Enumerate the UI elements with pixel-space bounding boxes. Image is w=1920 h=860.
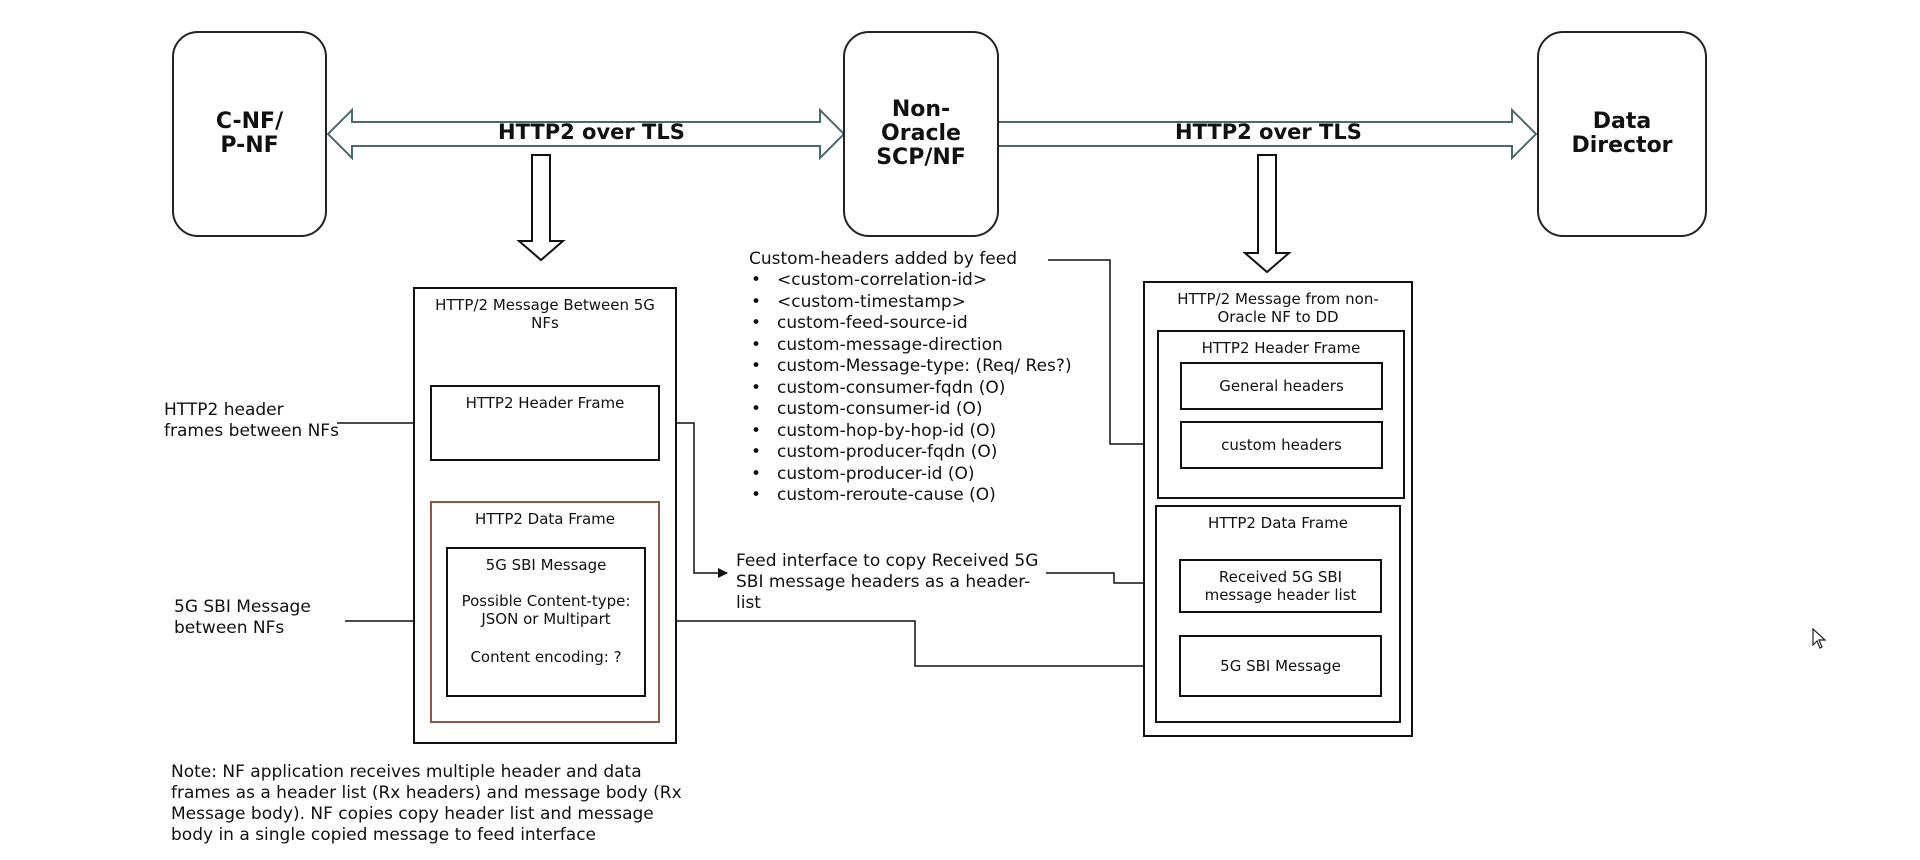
connector-sbi-to-dd [650, 620, 1180, 671]
sbi-message-right-box: 5G SBI Message [1179, 635, 1382, 697]
mouse-cursor-icon [1812, 628, 1827, 649]
custom-header-item: custom-producer-id (O) [749, 464, 1072, 486]
node-non-oracle-scp-label: Non- Oracle SCP/NF [876, 97, 966, 170]
node-cnf-pnf: C-NF/ P-NF [172, 31, 327, 237]
sbi-content-type: Possible Content-type: JSON or Multipart [461, 592, 631, 628]
node-non-oracle-scp: Non- Oracle SCP/NF [843, 31, 999, 237]
general-headers-label: General headers [1219, 377, 1344, 395]
sbi-message-right-label: 5G SBI Message [1220, 657, 1341, 675]
received-header-list-label: Received 5G SBI message header list [1204, 568, 1357, 604]
custom-header-item: custom-message-direction [749, 335, 1072, 357]
http2-header-frame-left: HTTP2 Header Frame [430, 385, 660, 461]
http2-header-frame-right: HTTP2 Header Frame General headers custo… [1157, 330, 1405, 499]
custom-header-item: custom-feed-source-id [749, 313, 1072, 335]
down-arrow-left [516, 154, 566, 262]
custom-header-item: custom-hop-by-hop-id (O) [749, 421, 1072, 443]
received-header-list-box: Received 5G SBI message header list [1179, 559, 1382, 613]
link-scp-dd-arrow [994, 107, 1538, 161]
custom-header-item: <custom-correlation-id> [749, 270, 1072, 292]
label-sbi-message-between-nfs: 5G SBI Message between NFs [174, 597, 311, 638]
sbi-message-left: 5G SBI Message Possible Content-type: JS… [446, 547, 646, 697]
node-data-director-label: Data Director [1571, 109, 1673, 158]
http2-data-frame-left-label: HTTP2 Data Frame [474, 510, 616, 528]
feed-interface-label: Feed interface to copy Received 5G SBI m… [736, 551, 1039, 613]
down-arrow-right [1242, 154, 1292, 274]
custom-header-item: custom-consumer-fqdn (O) [749, 378, 1072, 400]
custom-headers-title: Custom-headers added by feed [749, 249, 1018, 269]
connector-header-to-feed [662, 422, 728, 578]
custom-header-item: custom-producer-fqdn (O) [749, 442, 1072, 464]
custom-header-item: custom-reroute-cause (O) [749, 485, 1072, 507]
message-box-to-dd: HTTP/2 Message from non-Oracle NF to DD … [1143, 281, 1413, 737]
sbi-content-encoding: Content encoding: ? [470, 648, 622, 666]
http2-header-frame-left-label: HTTP2 Header Frame [465, 394, 625, 412]
custom-headers-list: <custom-correlation-id> <custom-timestam… [749, 270, 1072, 507]
http2-data-frame-right-label: HTTP2 Data Frame [1207, 514, 1349, 532]
sbi-message-left-title: 5G SBI Message [485, 556, 607, 574]
custom-header-item: custom-consumer-id (O) [749, 399, 1072, 421]
general-headers-box: General headers [1180, 362, 1383, 410]
node-data-director: Data Director [1537, 31, 1707, 237]
http2-data-frame-right: HTTP2 Data Frame Received 5G SBI message… [1155, 505, 1401, 723]
http2-header-frame-right-label: HTTP2 Header Frame [1201, 339, 1361, 357]
message-box-to-dd-title: HTTP/2 Message from non-Oracle NF to DD [1177, 290, 1379, 326]
message-box-between-nfs: HTTP/2 Message Between 5G NFs HTTP2 Head… [413, 287, 677, 744]
link-label-left: HTTP2 over TLS [498, 120, 685, 144]
custom-headers-label: custom headers [1221, 436, 1342, 454]
custom-headers-box: custom headers [1180, 421, 1383, 469]
custom-header-item: custom-Message-type: (Req/ Res?) [749, 356, 1072, 378]
custom-header-item: <custom-timestamp> [749, 292, 1072, 314]
label-header-frames-between-nfs: HTTP2 header frames between NFs [164, 400, 339, 441]
note-text: Note: NF application receives multiple h… [171, 762, 682, 845]
node-cnf-pnf-label: C-NF/ P-NF [215, 109, 284, 158]
message-box-between-nfs-title: HTTP/2 Message Between 5G NFs [435, 296, 655, 332]
http2-data-frame-left: HTTP2 Data Frame 5G SBI Message Possible… [430, 501, 660, 723]
link-label-right: HTTP2 over TLS [1175, 120, 1362, 144]
